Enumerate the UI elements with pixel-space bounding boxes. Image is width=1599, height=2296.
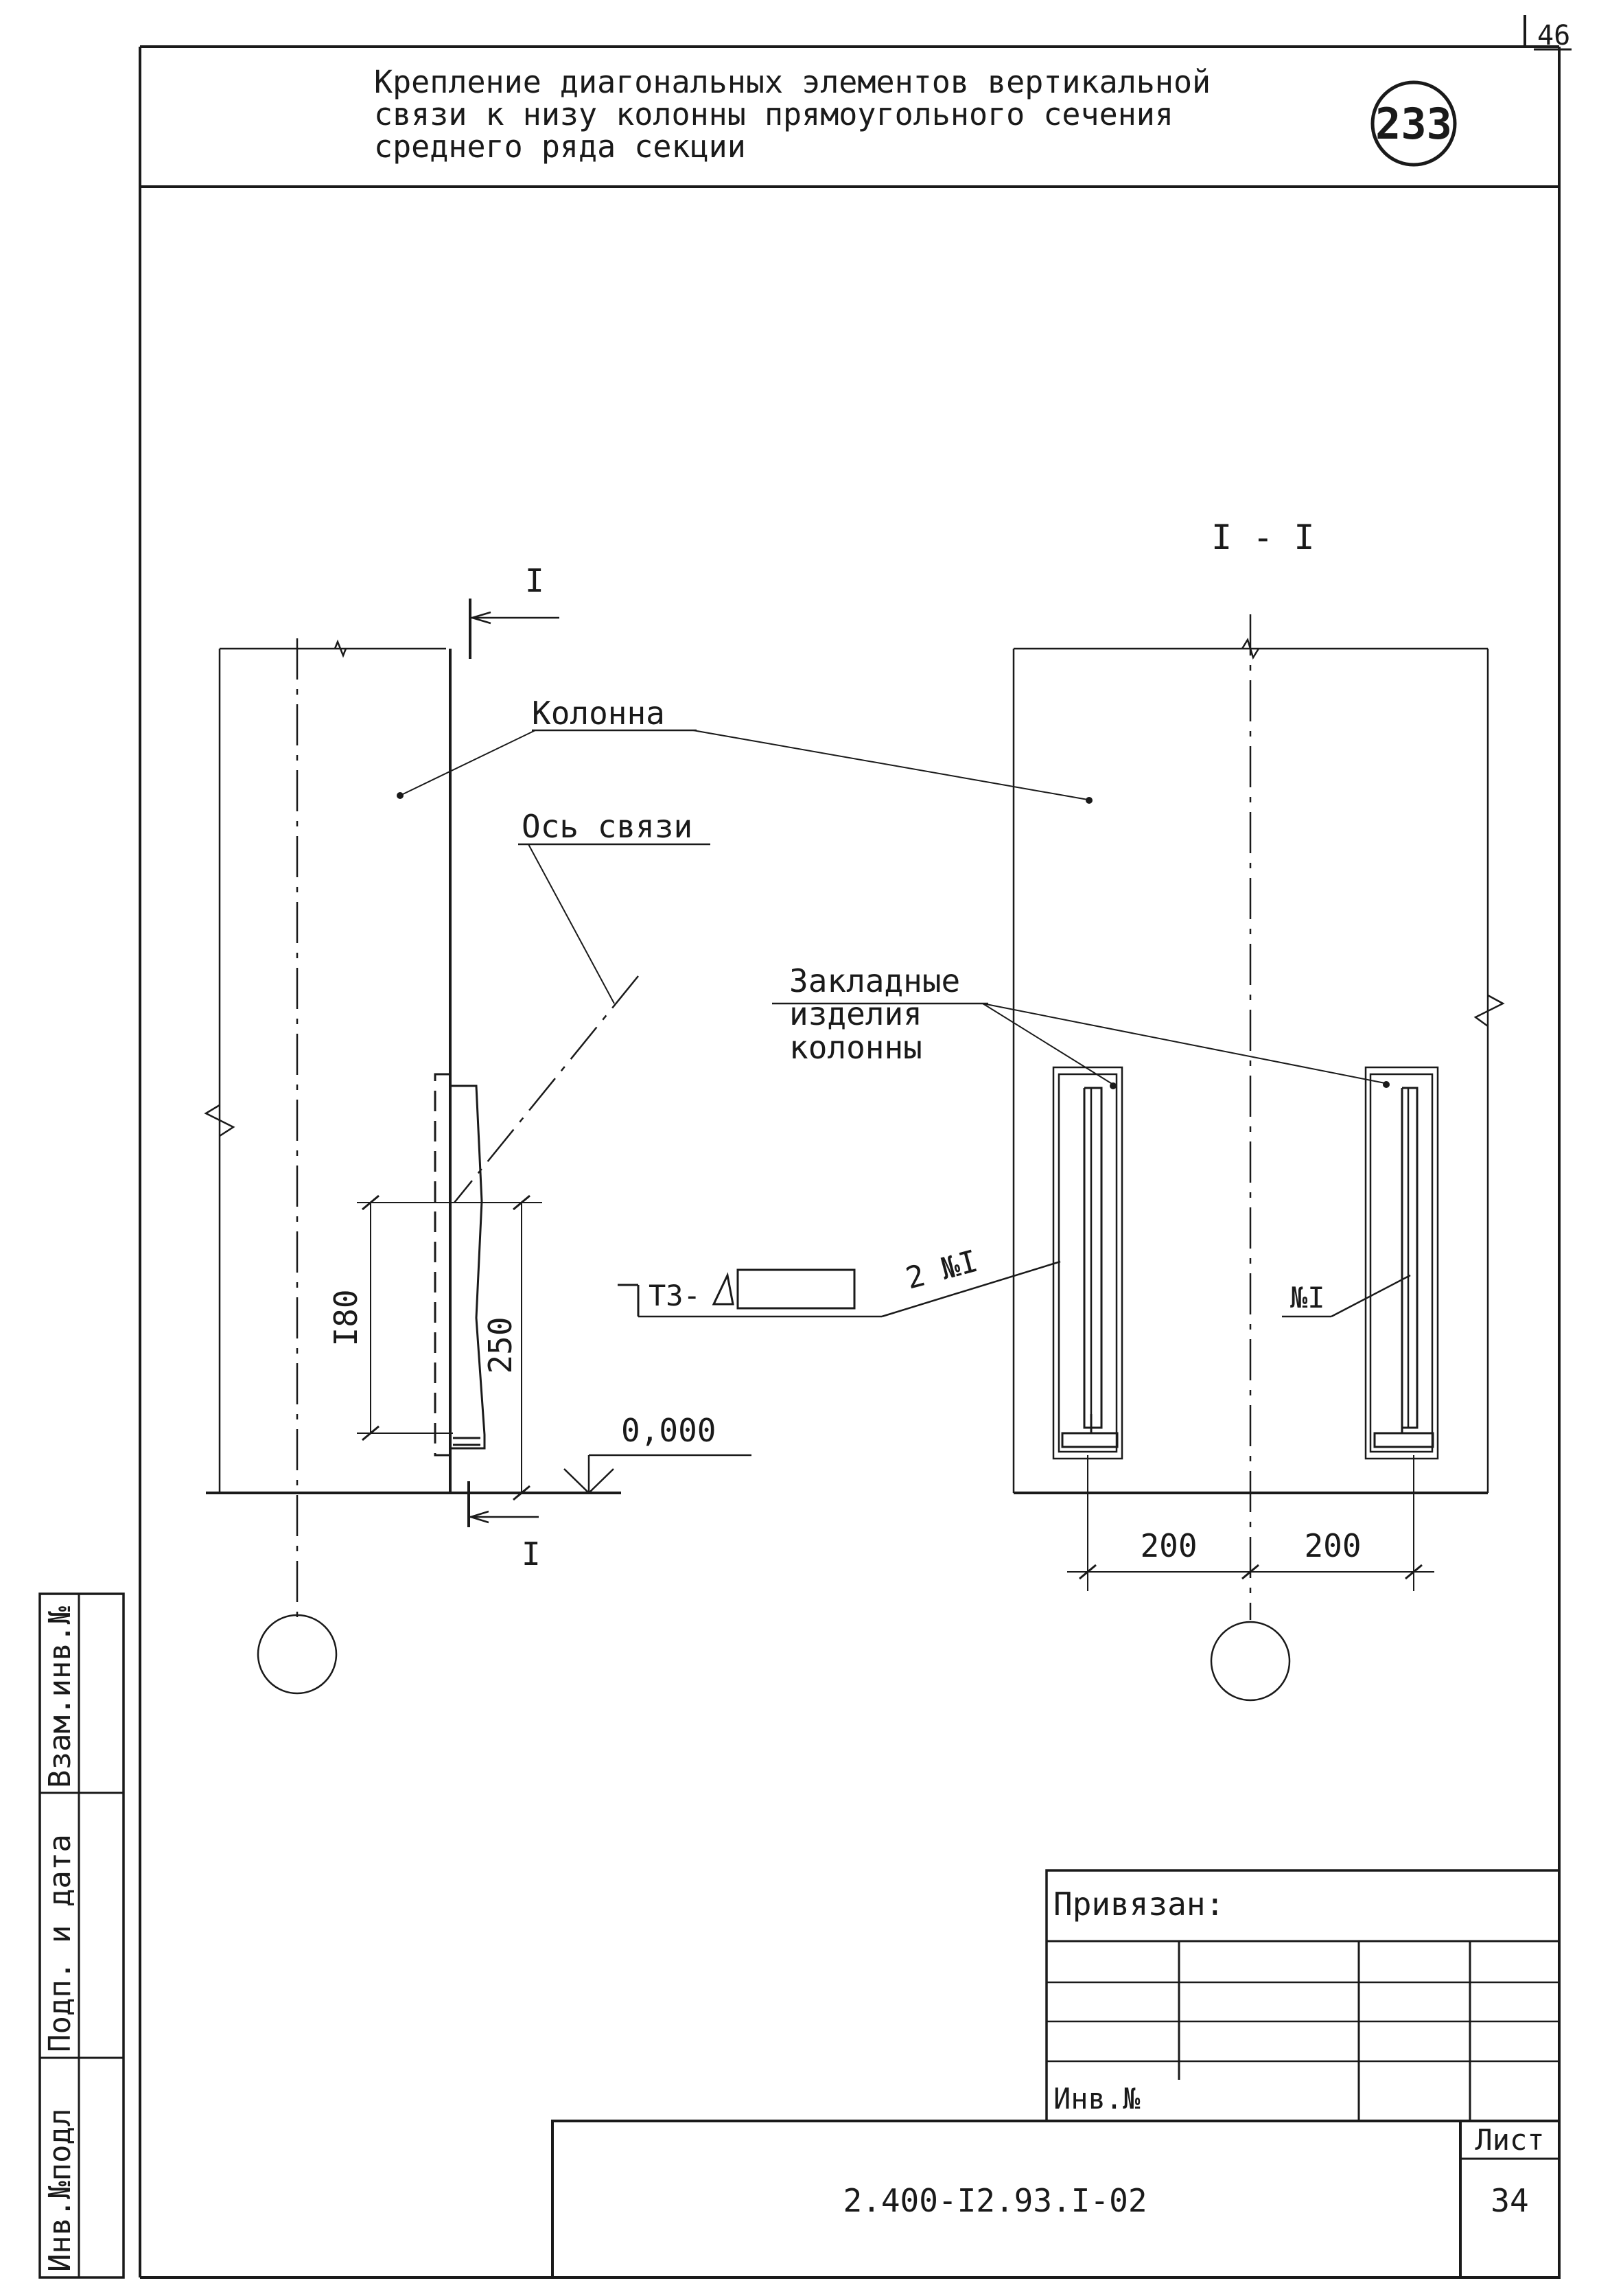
section-mark-bottom: I — [522, 1535, 541, 1573]
leader-brace-axis — [528, 844, 615, 1004]
title-line-1: Крепление диагональных элементов вертика… — [374, 64, 1211, 100]
title-block: Привязан: Инв.№ 2.400-I2.93.I-02 Лист 34 — [551, 1869, 1561, 2279]
weld-flag — [736, 1268, 856, 1310]
label-embedded-2: изделия — [789, 995, 922, 1032]
level-mark-label: 0,000 — [621, 1412, 716, 1449]
dim-180-label: I80 — [327, 1289, 364, 1346]
leader-embedded-left — [982, 1003, 1114, 1085]
axis-bubble-right — [1210, 1621, 1291, 1702]
leader-column-right — [692, 730, 1088, 800]
section-view: I - I За — [772, 518, 1505, 1702]
stamp-field-sign-date: Подп. и дата — [43, 1834, 78, 2052]
brace-axis-line — [454, 975, 639, 1203]
level-mark-arrow — [563, 1468, 614, 1494]
dim-left-label: 200 — [1140, 1527, 1197, 1564]
stamp-field-replace: Взам.инв.№ — [43, 1606, 78, 1788]
weld-symbol: Т3- 2 №I — [618, 1244, 1061, 1318]
embedded-plate-profile — [450, 1085, 486, 1450]
doc-code: 2.400-I2.93.I-02 — [843, 2182, 1147, 2219]
section-mark-top: I — [525, 562, 544, 599]
sheet-label: Лист — [1475, 2123, 1544, 2157]
axis-bubble-left — [257, 1614, 338, 1695]
embedded-item-right — [1364, 1066, 1439, 1460]
label-embedded-1: Закладные — [789, 962, 960, 999]
weld-leader — [881, 1260, 1061, 1318]
main-stamp — [551, 2120, 1561, 2279]
weld-qty-label: 2 №I — [902, 1244, 982, 1297]
node-number-badge: 233 — [1370, 80, 1457, 167]
label-brace-axis: Ось связи — [522, 808, 692, 845]
bound-label: Привязан: — [1053, 1886, 1224, 1923]
sheet-title: Крепление диагональных элементов вертика… — [374, 64, 1211, 165]
embedded-plate-dashed — [434, 1073, 452, 1457]
embedded-item-left — [1052, 1066, 1123, 1460]
title-line-2: связи к низу колонны прямоугольного сече… — [374, 96, 1174, 132]
label-embedded-3: колонны — [789, 1029, 922, 1066]
inv-label: Инв.№ — [1053, 2082, 1141, 2115]
leader-embedded-right — [982, 1003, 1386, 1084]
label-column: Колонна — [532, 695, 665, 732]
dim-250-label: 250 — [482, 1317, 519, 1373]
section-title: I - I — [1211, 518, 1315, 557]
part-ref-leader — [1331, 1274, 1411, 1318]
left-view: I I I80 250 0,000 Колонна Ось связи — [204, 562, 1093, 1695]
leader-column-left — [401, 730, 536, 796]
side-stamp: Взам.инв.№ Подп. и дата Инв.№подл — [38, 1592, 125, 2279]
part-ref-label: №I — [1290, 1281, 1325, 1314]
node-number: 233 — [1375, 99, 1452, 149]
stamp-field-inv: Инв.№подл — [43, 2109, 78, 2272]
dim-right-label: 200 — [1304, 1527, 1361, 1564]
sheet-number: 34 — [1491, 2182, 1528, 2219]
title-line-3: среднего ряда секции — [374, 128, 746, 165]
weld-label: Т3- — [649, 1279, 701, 1312]
drawing-frame — [139, 45, 1561, 2279]
